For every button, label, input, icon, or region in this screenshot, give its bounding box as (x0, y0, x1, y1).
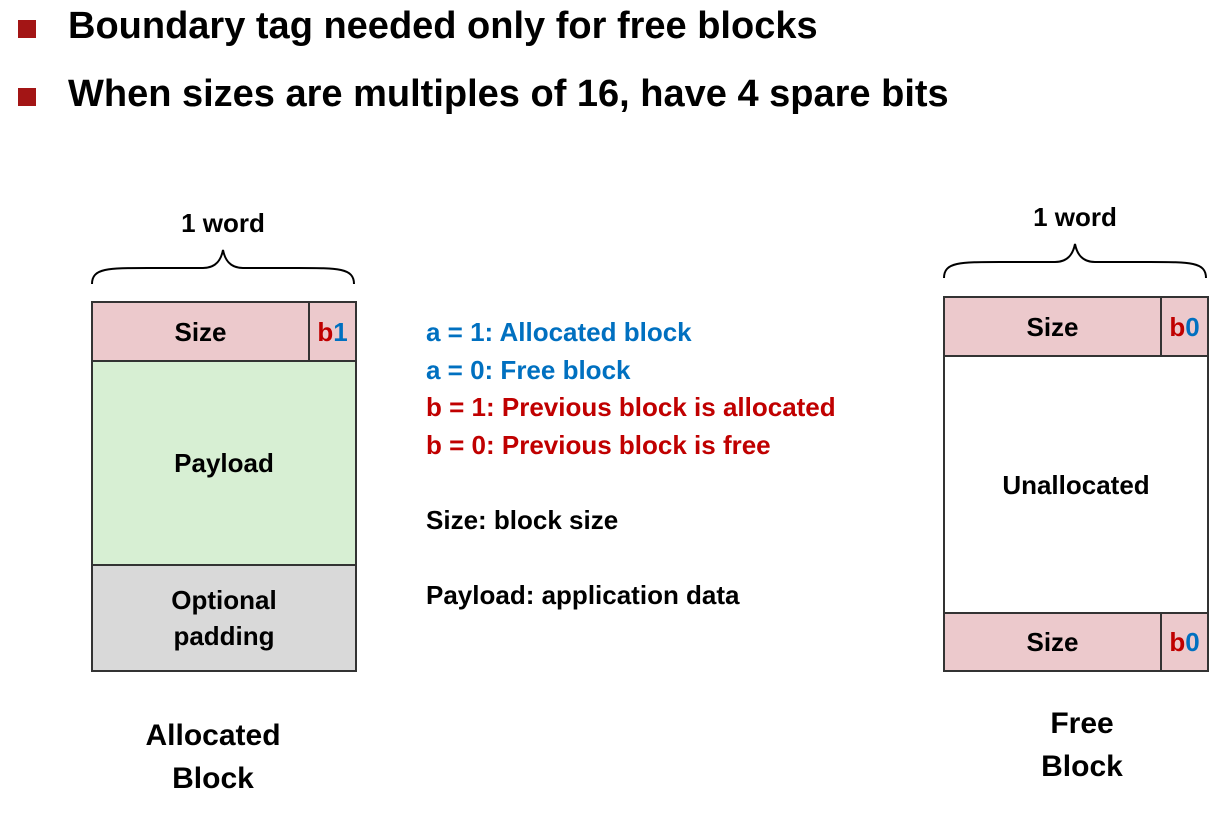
allocated-caption: Allocated Block (113, 714, 313, 800)
free-footer-b-bit: b (1169, 627, 1186, 657)
free-caption: Free Block (982, 702, 1182, 788)
free-unallocated: Unallocated (943, 355, 1209, 614)
allocated-payload: Payload (91, 360, 357, 566)
legend-b1: b = 1: Previous block is allocated (426, 392, 836, 422)
free-word-label: 1 word (1033, 202, 1117, 232)
free-footer-a-bit: 0 (1185, 627, 1200, 657)
allocated-a-bit: 1 (333, 316, 348, 347)
allocated-header-size: Size (91, 301, 310, 362)
legend-b0: b = 0: Previous block is free (426, 430, 771, 460)
legend-a0: a = 0: Free block (426, 355, 631, 385)
padding-line-1: Optional (171, 585, 277, 615)
free-footer-size: Size (943, 612, 1162, 672)
bullet-text-2: When sizes are multiples of 16, have 4 s… (68, 73, 949, 115)
allocated-padding: Optional padding (91, 564, 357, 672)
free-header-b-bit: b (1169, 311, 1186, 342)
free-caption-line-1: Free (1050, 707, 1114, 740)
legend-size: Size: block size (426, 505, 619, 535)
free-header-a-bit: 0 (1185, 311, 1200, 342)
allocated-word-label: 1 word (181, 208, 265, 238)
legend-a1: a = 1: Allocated block (426, 317, 692, 347)
bullet-marker-1 (18, 20, 36, 38)
bullet-text-1: Boundary tag needed only for free blocks (68, 5, 818, 47)
free-caption-line-2: Block (1041, 750, 1123, 783)
legend-payload: Payload: application data (426, 580, 740, 610)
free-header-size: Size (943, 296, 1162, 357)
padding-line-2: padding (173, 621, 275, 651)
allocated-b-bit: b (317, 316, 334, 347)
free-word-brace (943, 243, 1207, 279)
allocated-caption-line-1: Allocated (145, 719, 281, 752)
allocated-caption-line-2: Block (172, 762, 254, 795)
allocated-word-brace (91, 249, 355, 285)
bullet-marker-2 (18, 88, 36, 106)
